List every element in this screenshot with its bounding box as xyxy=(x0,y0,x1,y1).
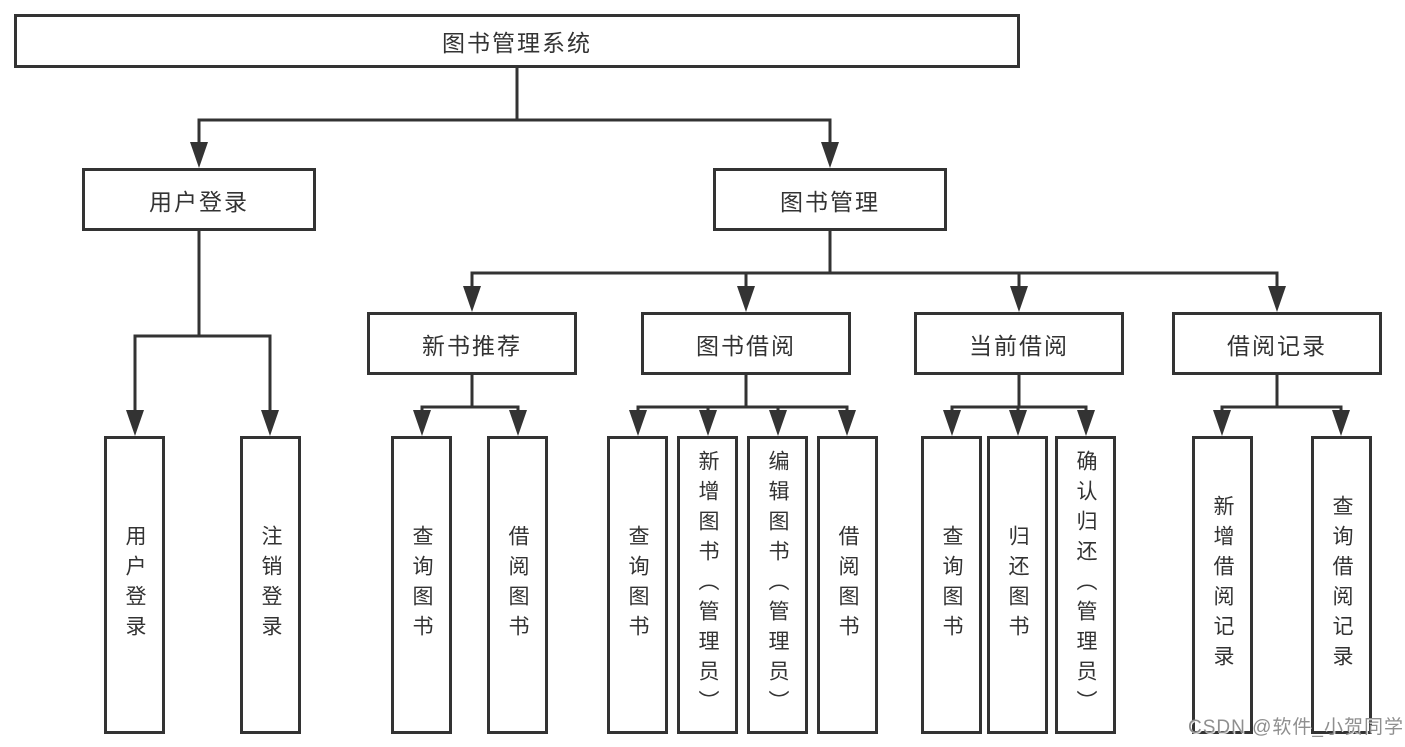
arrowhead-down-icon xyxy=(1332,410,1350,436)
arrowhead-down-icon xyxy=(190,142,208,168)
arrowhead-down-icon xyxy=(1009,410,1027,436)
arrowhead-down-icon xyxy=(413,410,431,436)
node-user-login: 用户登录 xyxy=(82,168,316,231)
leaf-label: 查询图书 xyxy=(940,525,963,645)
node-book-borrow-label: 图书借阅 xyxy=(696,332,796,359)
arrowhead-down-icon xyxy=(769,410,787,436)
arrowhead-down-icon xyxy=(1213,410,1231,436)
arrowhead-down-icon xyxy=(838,410,856,436)
leaf-label: 新增借阅记录 xyxy=(1211,495,1234,675)
arrowhead-down-icon xyxy=(463,286,481,312)
leaf-label: 查询图书 xyxy=(626,525,649,645)
leaf-logout: 注销登录 xyxy=(240,436,301,734)
node-borrow-records-label: 借阅记录 xyxy=(1227,332,1327,359)
node-book-management-label: 图书管理 xyxy=(780,188,880,215)
node-current-borrow-label: 当前借阅 xyxy=(969,332,1069,359)
arrowhead-down-icon xyxy=(509,410,527,436)
leaf-return-books: 归还图书 xyxy=(987,436,1048,734)
connector-newbook-to-leaves xyxy=(420,375,520,418)
leaf-label: 确认归还（管理员） xyxy=(1074,450,1097,720)
node-borrow-records: 借阅记录 xyxy=(1172,312,1382,375)
leaf-borrow-books: 借阅图书 xyxy=(817,436,878,734)
leaf-edit-books-admin: 编辑图书（管理员） xyxy=(747,436,808,734)
arrowhead-down-icon xyxy=(126,410,144,436)
leaf-label: 借阅图书 xyxy=(836,525,859,645)
connector-root-to-level2 xyxy=(197,68,832,150)
leaf-query-borrow-record: 查询借阅记录 xyxy=(1311,436,1372,734)
arrowhead-down-icon xyxy=(821,142,839,168)
leaf-label: 查询图书 xyxy=(410,525,433,645)
connector-bookborrow-to-leaves xyxy=(636,375,849,418)
arrowhead-down-icon xyxy=(699,410,717,436)
node-current-borrow: 当前借阅 xyxy=(914,312,1124,375)
leaf-query-books-recommend: 查询图书 xyxy=(391,436,452,734)
node-user-login-label: 用户登录 xyxy=(149,188,249,215)
csdn-watermark: CSDN @软件_小贺同学 xyxy=(1188,717,1404,738)
connector-userlogin-to-leaves xyxy=(133,231,272,418)
leaf-label: 注销登录 xyxy=(259,525,282,645)
node-root: 图书管理系统 xyxy=(14,14,1020,68)
arrowhead-down-icon xyxy=(1268,286,1286,312)
leaf-user-login: 用户登录 xyxy=(104,436,165,734)
leaf-query-books-borrow: 查询图书 xyxy=(607,436,668,734)
leaf-label: 新增图书（管理员） xyxy=(696,450,719,720)
leaf-confirm-return-admin: 确认归还（管理员） xyxy=(1055,436,1116,734)
node-root-label: 图书管理系统 xyxy=(442,30,592,56)
connector-borrowrecords-to-leaves xyxy=(1220,375,1343,418)
arrowhead-down-icon xyxy=(1010,286,1028,312)
leaf-label: 用户登录 xyxy=(123,525,146,645)
leaf-label: 查询借阅记录 xyxy=(1330,495,1353,675)
node-book-borrow: 图书借阅 xyxy=(641,312,851,375)
arrowhead-down-icon xyxy=(943,410,961,436)
arrowhead-down-icon xyxy=(1077,410,1095,436)
leaf-label: 归还图书 xyxy=(1006,525,1029,645)
leaf-label: 借阅图书 xyxy=(506,525,529,645)
connector-bookmgmt-to-level3 xyxy=(470,231,1279,295)
node-new-book-recommend-label: 新书推荐 xyxy=(422,332,522,359)
leaf-label: 编辑图书（管理员） xyxy=(766,450,789,720)
node-book-management: 图书管理 xyxy=(713,168,947,231)
leaf-query-books-current: 查询图书 xyxy=(921,436,982,734)
leaf-add-borrow-record: 新增借阅记录 xyxy=(1192,436,1253,734)
arrowhead-down-icon xyxy=(629,410,647,436)
arrowhead-down-icon xyxy=(737,286,755,312)
arrowhead-down-icon xyxy=(261,410,279,436)
node-new-book-recommend: 新书推荐 xyxy=(367,312,577,375)
leaf-borrow-books-recommend: 借阅图书 xyxy=(487,436,548,734)
leaf-add-books-admin: 新增图书（管理员） xyxy=(677,436,738,734)
